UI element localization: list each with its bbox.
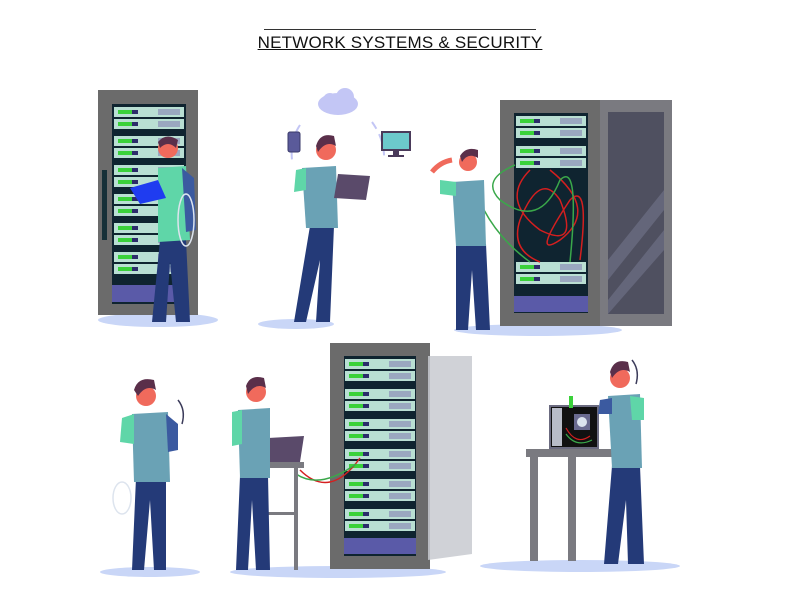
server-rack	[330, 343, 472, 569]
tangled-cable	[516, 169, 568, 263]
cloud-icon	[318, 88, 358, 115]
floor-shadow	[480, 560, 680, 572]
laptop	[334, 174, 370, 200]
engineer	[232, 377, 270, 570]
title-overline	[264, 29, 536, 30]
gear-icon	[577, 417, 587, 427]
illustration-engineer-laptop-rack	[230, 343, 472, 578]
floor-shadow	[454, 324, 622, 336]
screwdriver	[569, 396, 573, 408]
engineer	[294, 135, 370, 322]
engineer	[130, 136, 196, 322]
server-rack-open	[483, 100, 672, 326]
page-title: NETWORK SYSTEMS & SECURITY	[257, 33, 543, 52]
illustration-engineer-cable-mess	[430, 100, 672, 336]
illustration-engineer-cable-coil	[100, 379, 200, 577]
cable-coil	[177, 193, 195, 247]
illustration-engineer-laptop-cloud	[258, 88, 411, 329]
open-server-case	[549, 405, 599, 449]
illustration-engineer-clipboard	[98, 90, 218, 327]
laptop	[264, 436, 304, 462]
table	[526, 449, 612, 561]
monitor-icon	[381, 131, 411, 157]
engineer	[430, 148, 490, 330]
cable-coil	[112, 481, 132, 515]
engineer	[112, 379, 185, 570]
floor-shadow	[258, 319, 334, 329]
floor-shadow	[100, 567, 200, 577]
clipboard	[130, 180, 166, 204]
illustration-engineer-repair	[480, 359, 680, 572]
smartphone-icon	[287, 131, 301, 153]
engineer	[598, 359, 644, 564]
